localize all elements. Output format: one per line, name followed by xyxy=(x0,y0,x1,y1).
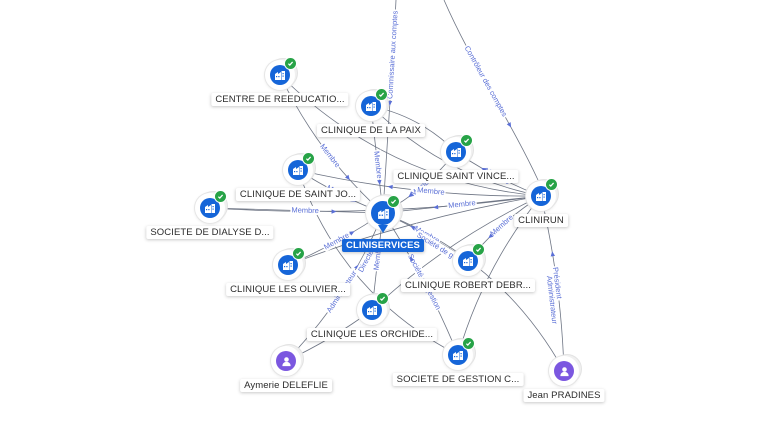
person-icon xyxy=(276,351,296,371)
verified-check-icon xyxy=(460,134,473,147)
node-label-clinique-robert: CLINIQUE ROBERT DEBR... xyxy=(400,279,536,292)
edge-arrow-icon xyxy=(387,184,393,190)
node-label-cliniservices: CLINISERVICES xyxy=(342,239,424,252)
node-label-clinique-paix: CLINIQUE DE LA PAIX xyxy=(317,124,425,137)
verified-check-icon xyxy=(376,292,389,305)
edge-label-bg xyxy=(371,149,385,180)
edge-label-bg xyxy=(317,141,343,171)
verified-check-icon xyxy=(214,190,227,203)
verified-check-icon xyxy=(387,195,400,208)
edge-label-controleur: Contrôleur des comptes xyxy=(463,44,510,118)
building-icon xyxy=(278,255,298,275)
edge-arrow-icon xyxy=(481,167,487,173)
edge-label-commissaire: Commissaire aux comptes xyxy=(385,10,399,99)
verified-check-icon xyxy=(472,243,485,256)
building-icon xyxy=(458,251,478,271)
edge-label-membre: Membre xyxy=(417,185,445,197)
edge-label-bg xyxy=(321,229,352,252)
node-label-societe-dialyse: SOCIETE DE DIALYSE D... xyxy=(146,226,274,239)
edge-clinirun-clinique-orchide xyxy=(371,195,542,311)
edge-label-bg xyxy=(487,212,516,239)
edge-arrow-icon xyxy=(488,233,494,239)
edge-label-membre: Membre xyxy=(488,213,515,238)
building-icon xyxy=(200,198,220,218)
edge-arrow-icon xyxy=(345,174,350,181)
edge-clinirun-clinique-oliviers xyxy=(287,195,542,266)
node-label-clinique-oliviers: CLINIQUE LES OLIVIER... xyxy=(226,283,350,296)
node-label-clinique-saint-jo: CLINIQUE DE SAINT JO... xyxy=(235,188,361,201)
node-label-centre-reeducation: CENTRE DE REEDUCATIO... xyxy=(211,93,349,106)
building-icon xyxy=(288,160,308,180)
edge-arrow-icon xyxy=(410,225,416,231)
verified-check-icon xyxy=(375,88,388,101)
edge-clinirun-societe-gestion xyxy=(457,195,542,356)
edge-label-bg xyxy=(385,9,400,101)
person-icon xyxy=(554,361,574,381)
edge-label-bg xyxy=(550,265,565,302)
edge-label-membre: Membre xyxy=(318,142,342,169)
node-label-clinirun: CLINIRUN xyxy=(514,214,568,227)
building-icon xyxy=(448,345,468,365)
edge-arrow-icon xyxy=(409,256,415,262)
edge-jean-cliniservices xyxy=(382,212,565,372)
edge-arrow-icon xyxy=(408,192,414,198)
edge-arrow-icon xyxy=(349,231,355,236)
verified-check-icon xyxy=(462,337,475,350)
building-icon xyxy=(362,300,382,320)
node-label-societe-gestion: SOCIETE DE GESTION C... xyxy=(392,373,524,386)
edge-label-bg xyxy=(544,274,560,326)
edge-label-membre: Membre xyxy=(372,151,384,179)
verified-check-icon xyxy=(545,178,558,191)
node-label-jean: Jean PRADINES xyxy=(523,389,605,402)
node-label-clinique-orchide: CLINIQUE LES ORCHIDE... xyxy=(306,328,438,341)
edge-label-membre: Membre xyxy=(291,205,319,215)
verified-check-icon xyxy=(302,152,315,165)
edge-label-bg xyxy=(290,205,321,216)
building-icon xyxy=(270,65,290,85)
edge-label-bg xyxy=(462,43,510,120)
node-label-clinique-saint-vince: CLINIQUE SAINT VINCE... xyxy=(393,170,519,183)
building-icon xyxy=(361,96,381,116)
edge-arrow-icon xyxy=(331,209,337,214)
node-label-aymerie: Aymerie DELEFLIE xyxy=(240,379,332,392)
edge-arrow-icon xyxy=(550,251,556,257)
edge-label-membre: Membre xyxy=(448,198,476,210)
building-icon xyxy=(531,186,551,206)
verified-check-icon xyxy=(284,57,297,70)
edge-label-bg xyxy=(415,185,447,197)
building-icon xyxy=(446,142,466,162)
edge-label-bg xyxy=(446,197,478,211)
location-pin-icon xyxy=(378,225,388,233)
edge-arrow-icon xyxy=(433,204,439,210)
edge-arrow-icon xyxy=(506,122,512,128)
edge-arrow-icon xyxy=(387,100,393,106)
edge-arrow-icon xyxy=(377,179,382,186)
verified-check-icon xyxy=(292,247,305,260)
